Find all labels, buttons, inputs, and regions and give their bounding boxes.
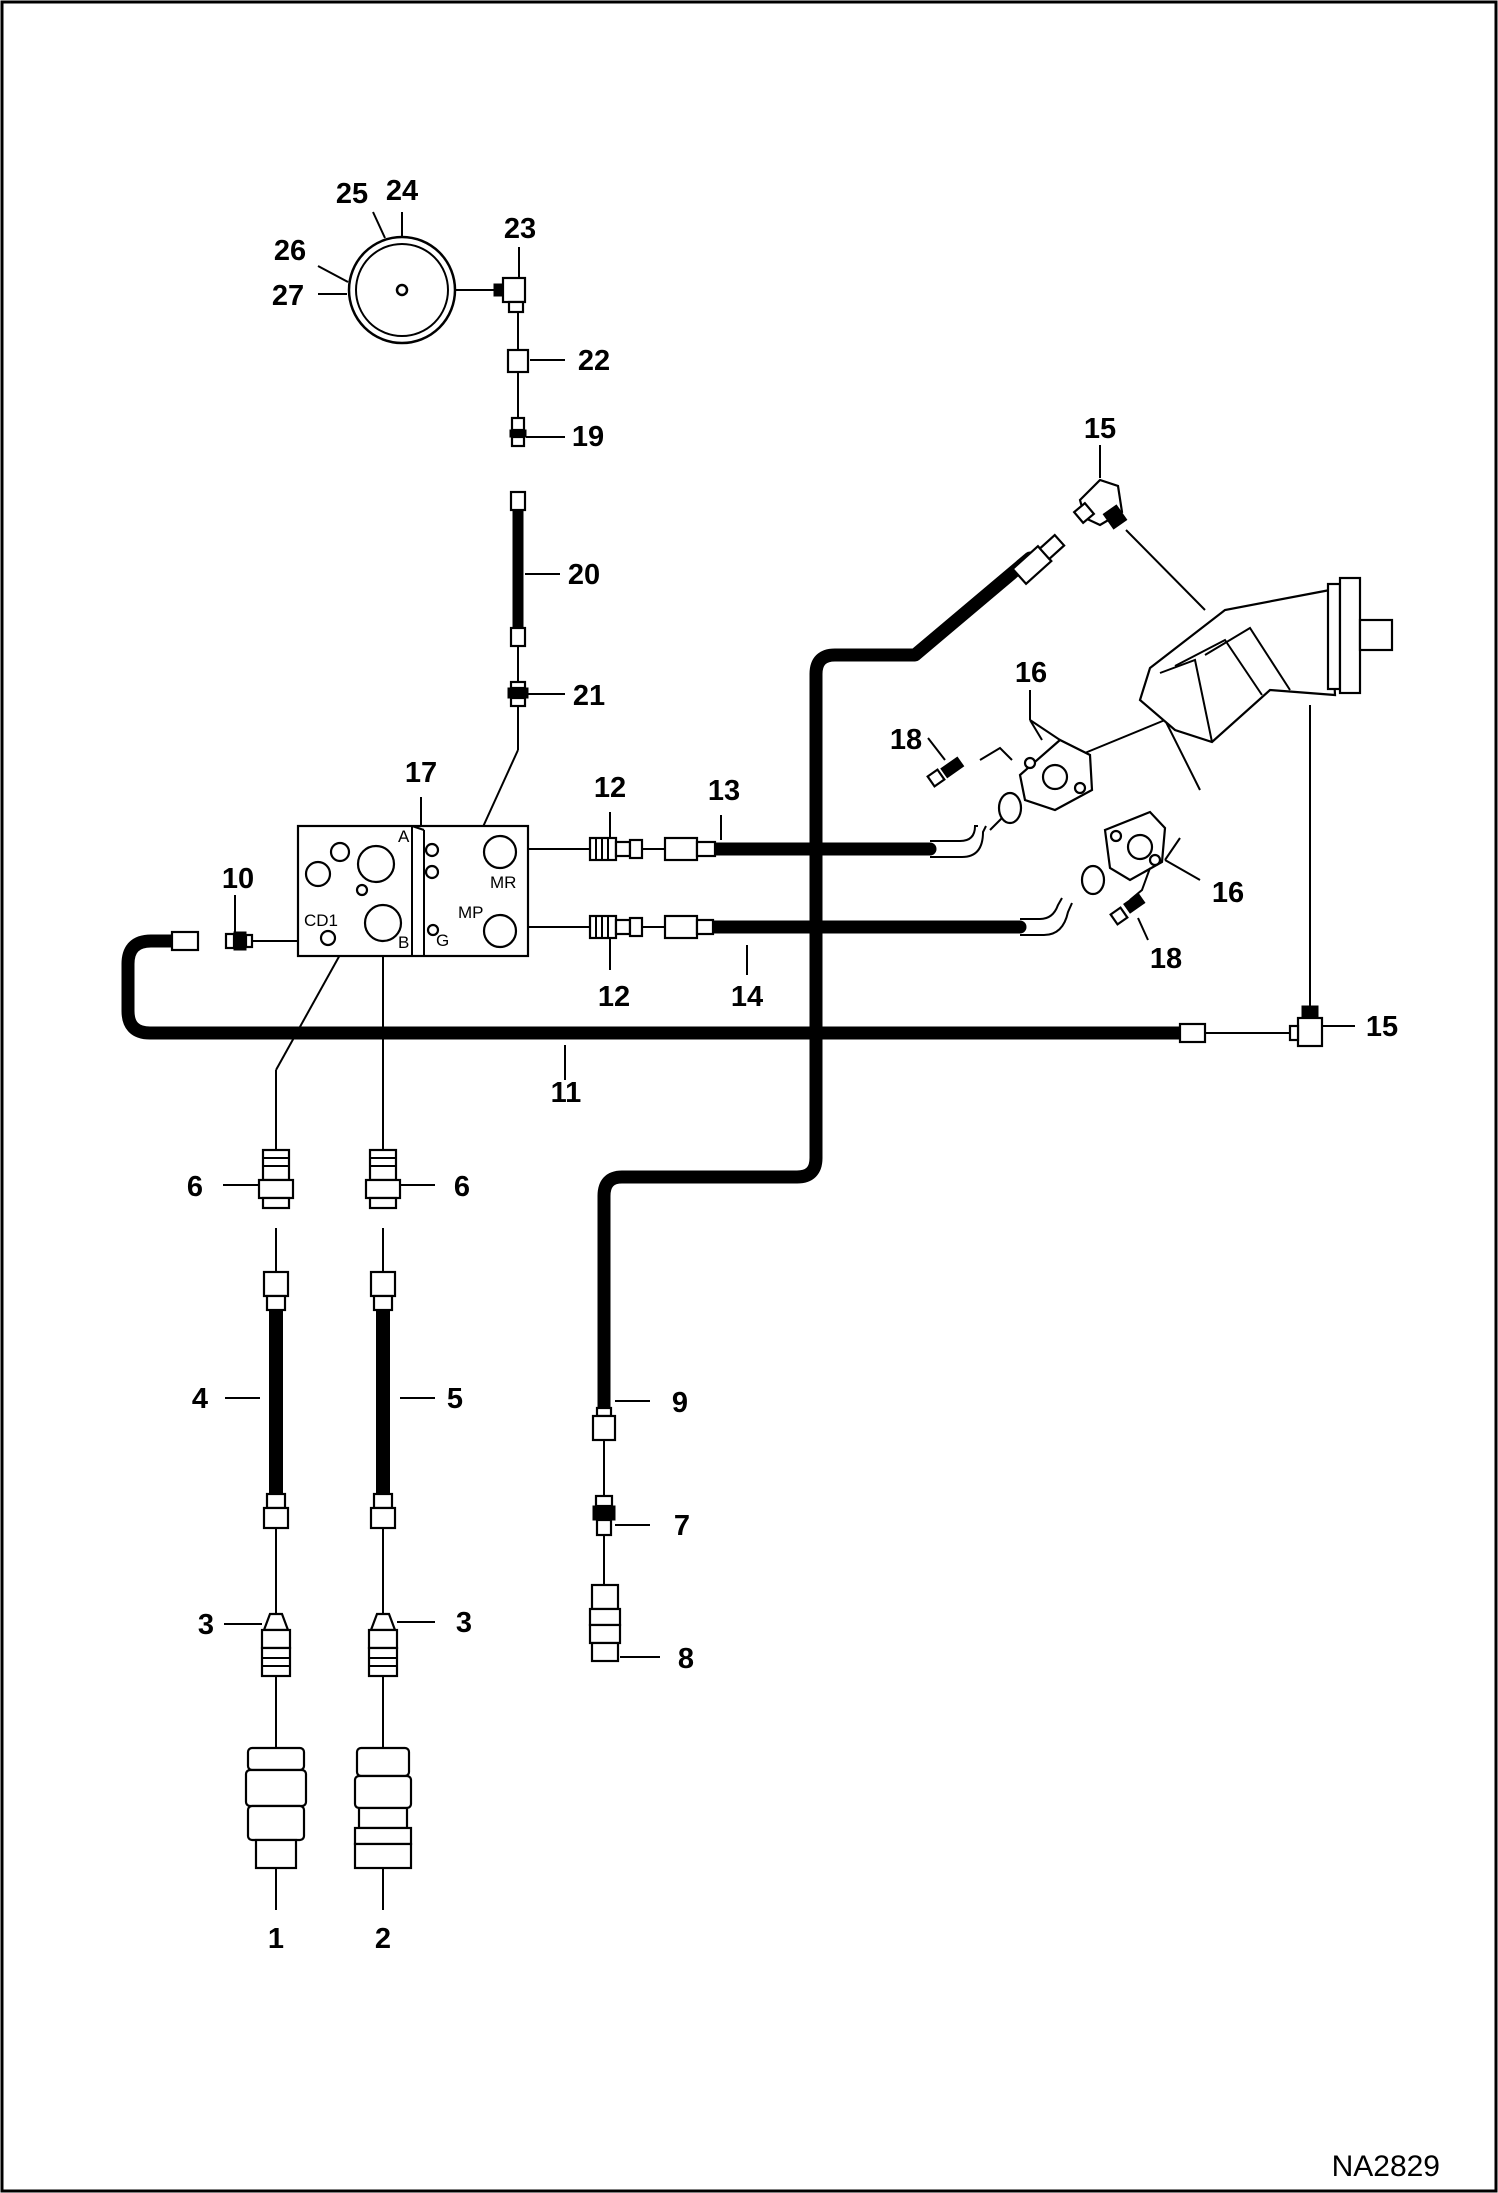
port-g: G — [436, 931, 449, 950]
hose-9 — [597, 551, 1037, 1415]
callout-6-right: 6 — [454, 1171, 470, 1203]
hose-9-lower-end — [591, 1406, 617, 1442]
callout-24: 24 — [386, 175, 418, 207]
callout-10: 10 — [222, 863, 254, 895]
callout-15-upper: 15 — [1084, 413, 1116, 445]
callout-14: 14 — [731, 981, 763, 1013]
hose-13-end — [663, 836, 699, 862]
valve-block — [296, 824, 530, 958]
callout-13: 13 — [708, 775, 740, 807]
hose-5-ends — [369, 1270, 397, 1530]
hose-9-upper-end — [1011, 533, 1066, 586]
adapter-fitting-3-right — [367, 1612, 399, 1678]
port-labels: A B MR MP G CD1 — [304, 827, 516, 952]
hose-14-bend — [1020, 897, 1073, 936]
callout-27: 27 — [272, 280, 304, 312]
callout-16-upper: 16 — [1015, 657, 1047, 689]
port-mr: MR — [490, 873, 516, 892]
callout-8: 8 — [678, 1643, 694, 1675]
hose-14-ferrule — [695, 918, 715, 936]
callout-20: 20 — [568, 559, 600, 591]
hose-13-ferrule — [695, 840, 717, 858]
port-b: B — [398, 933, 409, 952]
callout-21: 21 — [573, 680, 605, 712]
callout-5: 5 — [447, 1383, 463, 1415]
callout-12-upper: 12 — [594, 772, 626, 804]
callout-2: 2 — [375, 1923, 391, 1955]
callout-4: 4 — [192, 1383, 208, 1415]
port-mp: MP — [458, 903, 484, 922]
hydraulic-motor — [1138, 576, 1394, 744]
callout-7: 7 — [674, 1510, 690, 1542]
quick-coupler-8 — [588, 1583, 622, 1663]
callout-11: 11 — [551, 1077, 582, 1109]
callout-26: 26 — [274, 235, 306, 267]
callout-19: 19 — [572, 421, 604, 453]
callout-numbers: 1 2 3 3 4 5 6 6 7 8 9 10 11 12 12 13 14 … — [187, 175, 1398, 1955]
adapter-fitting-3-left — [260, 1612, 292, 1678]
callout-18-lower: 18 — [1150, 943, 1182, 975]
drawing-code: NA2829 — [1332, 2150, 1440, 2183]
connector-lines — [250, 289, 1311, 1890]
quick-coupler-1 — [244, 1746, 308, 1870]
callout-25: 25 — [336, 178, 368, 210]
callout-17: 17 — [405, 757, 437, 789]
callout-1: 1 — [268, 1923, 284, 1955]
bolt-18-lower — [1109, 867, 1151, 926]
port-a: A — [398, 827, 410, 846]
callout-22: 22 — [578, 345, 610, 377]
callout-3-left: 3 — [198, 1609, 214, 1641]
hose-11-end-left — [170, 930, 200, 952]
hose-13-bend — [930, 825, 987, 858]
fitting-22 — [506, 348, 530, 374]
port-cd1: CD1 — [304, 911, 338, 930]
callout-6-left: 6 — [187, 1171, 203, 1203]
fitting-21 — [507, 680, 529, 708]
elbow-fitting-15-lower — [1288, 1005, 1324, 1048]
adapter-fitting-12-upper — [588, 836, 644, 862]
adapter-fitting-10 — [224, 931, 254, 951]
adapter-fitting-7 — [592, 1494, 616, 1537]
callout-18-upper: 18 — [890, 724, 922, 756]
hose-14-end — [663, 914, 699, 940]
leader-lines — [223, 211, 1355, 1910]
callout-16-lower: 16 — [1212, 877, 1244, 909]
hose-11 — [121, 934, 1187, 1040]
bolt-18-upper — [926, 746, 1013, 788]
quick-coupler-2 — [353, 1746, 413, 1870]
pressure-gauge — [347, 235, 457, 345]
hose-11-end-right — [1178, 1022, 1207, 1044]
hose-20-end-bottom — [509, 626, 527, 648]
callout-12-lower: 12 — [598, 981, 630, 1013]
split-flange-16-lower — [1080, 810, 1167, 896]
callout-15-lower: 15 — [1366, 1011, 1398, 1043]
callout-23: 23 — [504, 213, 536, 245]
adapter-fitting-6-left — [257, 1148, 295, 1210]
elbow-fitting-15-upper — [1072, 478, 1128, 530]
callout-9: 9 — [672, 1387, 688, 1419]
elbow-fitting-23 — [493, 276, 527, 314]
hose-20-end-top — [509, 490, 527, 512]
fitting-19 — [509, 416, 527, 448]
adapter-fitting-12-lower — [588, 914, 644, 940]
callout-3-right: 3 — [456, 1607, 472, 1639]
adapter-fitting-6-right — [364, 1148, 402, 1210]
hose-4-ends — [262, 1270, 290, 1530]
